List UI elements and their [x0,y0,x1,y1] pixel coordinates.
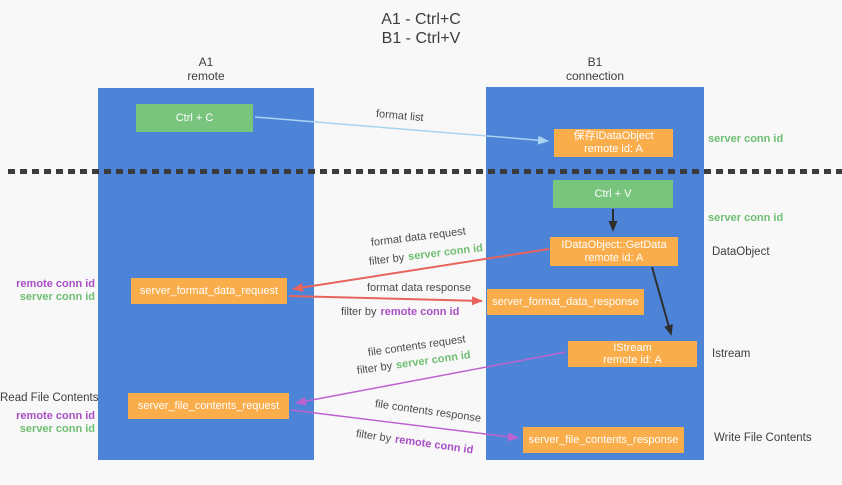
ctrl-c-label: Ctrl + C [175,111,214,124]
read-file-contents-label: Read File Contents [0,392,99,404]
file-request-conn-ids: remote conn id server conn id [0,410,95,436]
server-format-data-response-box: server_format_data_response [487,289,644,315]
remote-conn-id-label: remote conn id [16,278,95,290]
server-file-contents-response-box: server_file_contents_response [523,427,684,453]
lane-a1-name: A1 [198,55,214,69]
server-file-contents-request-label: server_file_contents_request [137,399,280,412]
ctrl-v-box: Ctrl + V [553,180,673,208]
getdata-title: IDataObject::GetData [561,238,667,251]
lane-b1-name: B1 [587,55,603,69]
lane-header-b1: B1 connection [486,55,704,83]
save-dataobject-title: 保存IDataObject [573,130,654,142]
idataobject-getdata-box: IDataObject::GetData remote id: A [550,237,678,266]
server-conn-id-label: server conn id [19,423,95,435]
format-data-request-arrow [292,248,550,292]
format-request-conn-ids: remote conn id server conn id [0,278,95,304]
ctrl-v-label: Ctrl + V [594,187,632,200]
write-file-contents-label: Write File Contents [714,432,812,444]
getdata-to-istream-arrow [651,266,673,336]
dataobject-label: DataObject [712,246,770,258]
title-line-2: B1 - Ctrl+V [381,30,461,47]
format-data-response-arrow [288,295,483,306]
file-contents-response-arrow [290,409,519,442]
lane-b1-subtitle: connection [565,69,625,83]
server-file-contents-response-label: server_file_contents_response [528,433,679,446]
filter-by-text: filter by [341,306,377,318]
save-dataobject-box: 保存IDataObject remote id: A [554,129,673,157]
server-format-data-request-label: server_format_data_request [139,284,279,297]
istream-side-label: Istream [712,348,751,360]
istream-remote-id: remote id: A [603,354,662,366]
diagram-title: A1 - Ctrl+C B1 - Ctrl+V [0,10,842,48]
server-file-contents-request-box: server_file_contents_request [128,393,289,419]
ctrl-c-box: Ctrl + C [136,104,253,132]
server-conn-id-label: server conn id [19,291,95,303]
istream-box: IStream remote id: A [568,341,697,367]
istream-title: IStream [613,342,652,354]
server-conn-id-top-label: server conn id [708,133,783,146]
server-conn-id-label: server conn id [708,133,784,145]
remote-conn-id-label: remote conn id [16,410,95,422]
server-conn-id-label: server conn id [708,212,784,224]
file-contents-request-arrow [295,351,567,406]
server-format-data-response-label: server_format_data_response [492,295,639,308]
format-data-response-label: format data response [367,282,471,294]
save-dataobject-remote-id: remote id: A [584,143,643,155]
server-format-data-request-box: server_format_data_request [131,278,287,304]
lane-header-a1: A1 remote [98,55,314,83]
title-line-1: A1 - Ctrl+C [381,11,461,28]
remote-conn-id-key: remote conn id [380,306,460,318]
server-conn-id-mid-label: server conn id [708,212,783,225]
session-separator-line [8,169,842,174]
lane-a1-subtitle: remote [187,69,225,83]
getdata-remote-id: remote id: A [584,251,644,264]
format-list-arrow [254,116,549,145]
